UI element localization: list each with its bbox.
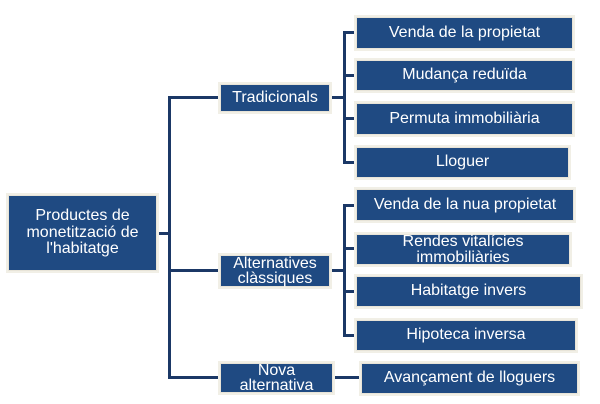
alternatives-out (330, 269, 345, 272)
leaf-label: Permuta immobiliària (389, 109, 540, 127)
leaf-connector (343, 117, 356, 120)
leaf-avancament-lloguers: Avançament de lloguers (361, 363, 578, 394)
leaf-connector (343, 161, 356, 164)
root-connector (157, 232, 170, 235)
branch-alternatives (168, 269, 220, 272)
trunk-vertical (168, 96, 171, 379)
leaf-rendes-vitalicies: Rendes vitalícies immobiliàries (356, 234, 570, 265)
leaf-venda-propietat: Venda de la propietat (356, 17, 573, 49)
category-alternatives-classiques: Alternatives clàssiques (220, 255, 330, 287)
category-tradicionals: Tradicionals (220, 84, 330, 112)
category-label: Alternatives clàssiques (233, 254, 317, 287)
leaf-label: Habitatge invers (410, 282, 527, 300)
leaf-label: Rendes vitalícies immobiliàries (402, 233, 524, 266)
tradicionals-out (330, 96, 345, 99)
group2-vertical (343, 204, 346, 337)
category-label: Tradicionals (232, 88, 318, 106)
leaf-label: Venda de la nua propietat (373, 195, 557, 213)
branch-nova (168, 376, 220, 379)
leaf-mudanca-reduida: Mudança reduïda (356, 60, 573, 91)
leaf-habitatge-invers: Habitatge invers (356, 276, 581, 307)
branch-tradicionals (168, 96, 220, 99)
root-label: Productes de monetització de l'habitatge (26, 206, 139, 258)
leaf-connector (343, 247, 356, 250)
category-label: Nova alternativa (239, 361, 314, 394)
category-nova-alternativa: Nova alternativa (220, 361, 333, 394)
leaf-hipoteca-inversa: Hipoteca inversa (356, 320, 576, 351)
leaf-connector (343, 31, 356, 34)
root-node: Productes de monetització de l'habitatge (8, 195, 157, 271)
leaf-connector (343, 204, 356, 207)
leaf-connector (343, 334, 356, 337)
leaf-label: Lloguer (435, 153, 490, 171)
leaf-label: Mudança reduïda (402, 66, 527, 84)
leaf-connector (343, 74, 356, 77)
leaf-label: Avançament de lloguers (383, 369, 556, 387)
leaf-venda-nua-propietat: Venda de la nua propietat (356, 189, 574, 221)
leaf-label: Hipoteca inversa (406, 326, 526, 344)
leaf-permuta-immobiliaria: Permuta immobiliària (356, 103, 573, 135)
leaf-connector (343, 290, 356, 293)
leaf-label: Venda de la propietat (388, 23, 541, 41)
leaf-lloguer: Lloguer (356, 147, 569, 178)
nova-out (333, 376, 361, 379)
group1-vertical (343, 31, 346, 164)
